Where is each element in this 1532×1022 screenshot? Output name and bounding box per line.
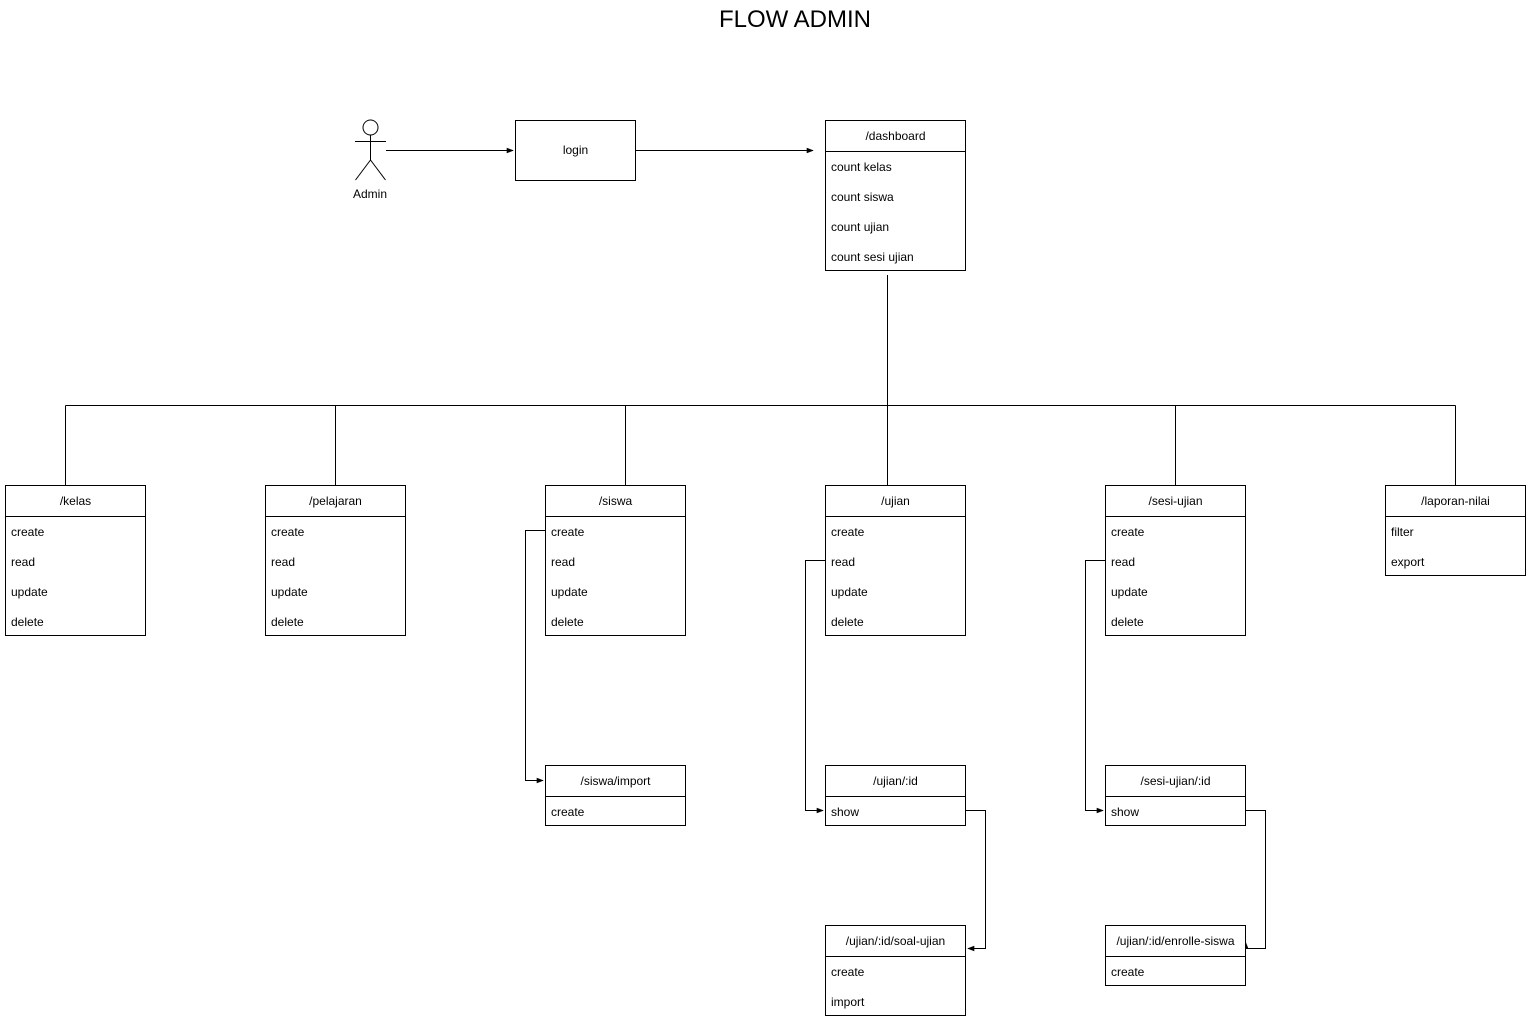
node-item: count siswa <box>831 190 894 204</box>
diagram-title: FLOW ADMIN <box>718 6 871 33</box>
node-item: update <box>271 585 308 599</box>
node-item: count sesi ujian <box>831 250 914 264</box>
node-item: export <box>1391 555 1425 569</box>
node-item: import <box>831 995 865 1009</box>
node-header: /ujian/:id/enrolle-siswa <box>1106 926 1245 957</box>
node-item: update <box>551 585 588 599</box>
node-item: read <box>551 555 576 569</box>
laporan-nilai-node: /laporan-nilai filter export <box>1385 485 1526 576</box>
node-item: delete <box>11 615 44 629</box>
edge-sesi-ujian-show <box>1085 560 1105 814</box>
node-item: create <box>1111 525 1145 539</box>
node-header: /ujian/:id/soal-ujian <box>826 926 965 957</box>
login-node: login <box>515 120 636 181</box>
node-item: delete <box>1111 615 1144 629</box>
kelas-node: /kelas create read update delete <box>5 485 146 636</box>
node-item: update <box>831 585 868 599</box>
node-header: /sesi-ujian <box>1106 486 1245 517</box>
node-header: /ujian/:id <box>826 766 965 797</box>
node-item: delete <box>271 615 304 629</box>
node-item: update <box>1111 585 1148 599</box>
node-header: /dashboard <box>826 121 965 152</box>
node-item: show <box>1111 805 1140 819</box>
node-item: count kelas <box>831 160 892 174</box>
node-item: delete <box>831 615 864 629</box>
node-item: create <box>831 525 865 539</box>
edge-enrolle-siswa <box>1242 810 1266 949</box>
edge-soal-ujian <box>966 810 986 952</box>
dashboard-node: /dashboard count kelas count siswa count… <box>825 120 966 271</box>
pelajaran-node: /pelajaran create read update delete <box>265 485 406 636</box>
node-header: /siswa/import <box>546 766 685 797</box>
node-item: delete <box>551 615 584 629</box>
node-item: create <box>551 525 585 539</box>
node-item: create <box>1111 965 1145 979</box>
siswa-import-node: /siswa/import create <box>545 765 686 826</box>
node-item: count ujian <box>831 220 890 234</box>
actor-icon <box>355 119 386 181</box>
node-header: /siswa <box>546 486 685 517</box>
edge-ujian-show <box>805 560 825 814</box>
node-header: /kelas <box>6 486 145 517</box>
enrolle-siswa-node: /ujian/:id/enrolle-siswa create <box>1105 925 1246 986</box>
node-item: create <box>551 805 585 819</box>
ujian-id-node: /ujian/:id show <box>825 765 966 826</box>
ujian-node: /ujian create read update delete <box>825 485 966 636</box>
node-item: filter <box>1391 525 1414 539</box>
node-item: update <box>11 585 48 599</box>
soal-ujian-node: /ujian/:id/soal-ujian create import <box>825 925 966 1016</box>
node-item: show <box>831 805 860 819</box>
actor-label: Admin <box>352 187 387 201</box>
node-header: /ujian <box>826 486 965 517</box>
node-item: read <box>1111 555 1136 569</box>
node-item: create <box>271 525 305 539</box>
node-header: /sesi-ujian/:id <box>1106 766 1245 797</box>
node-header: /pelajaran <box>266 486 405 517</box>
node-item: create <box>831 965 865 979</box>
sesi-ujian-node: /sesi-ujian create read update delete <box>1105 485 1246 636</box>
siswa-node: /siswa create read update delete <box>545 485 686 636</box>
node-item: create <box>11 525 45 539</box>
edge-siswa-import <box>525 530 545 784</box>
node-item: read <box>271 555 296 569</box>
node-item: read <box>831 555 856 569</box>
node-header: /laporan-nilai <box>1386 486 1525 517</box>
node-item: read <box>11 555 36 569</box>
sesi-ujian-id-node: /sesi-ujian/:id show <box>1105 765 1246 826</box>
